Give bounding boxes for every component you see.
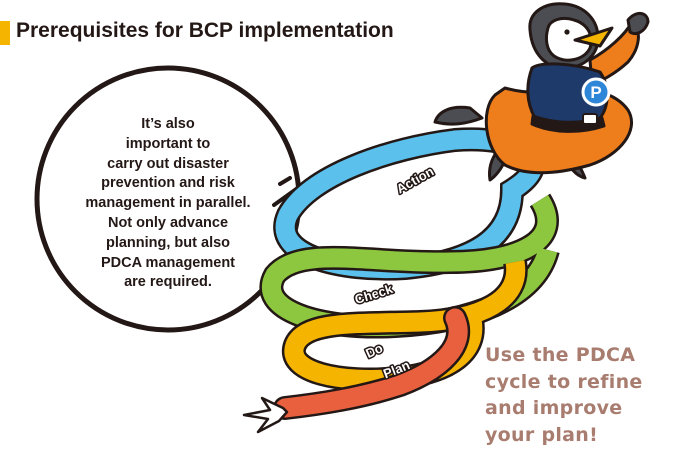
stage-label-action: Action [394,163,437,196]
callout-line: cycle to refine [485,370,643,393]
callout-line: Use the PDCA [485,344,636,366]
page-title: Prerequisites for BCP implementation [16,19,394,42]
check-label: Check [352,279,397,308]
stage-label-do: Do [363,340,385,361]
bubble-line: It’s also [141,116,195,132]
penguin-mascot [433,2,650,182]
title-accent-bar [0,21,10,45]
star-icon [242,396,289,434]
bubble-line: planning, but also [105,234,231,251]
bubble-line: management in parallel. [85,195,251,212]
bubble-line: Not only advance [107,214,229,231]
action-label: Action [392,162,438,198]
bubble-line: PDCA management [100,254,236,271]
plan-ring [273,306,471,420]
bubble-line: prevention and risk [101,175,235,192]
mascot-badge: P [590,83,601,102]
bubble-line: important to [125,135,211,152]
do-label: Do [362,339,387,363]
bubble-line: are required. [124,274,212,291]
callout-line: your plan! [485,423,599,446]
bubble-line: carry out disaster [107,155,229,172]
stage-label-check: Check [353,281,395,307]
callout-line: and improve [485,397,623,419]
bubble-text: It’s also important to carry out disaste… [38,115,298,293]
callout-text: Use the PDCA cycle to refine and improve… [485,342,643,448]
